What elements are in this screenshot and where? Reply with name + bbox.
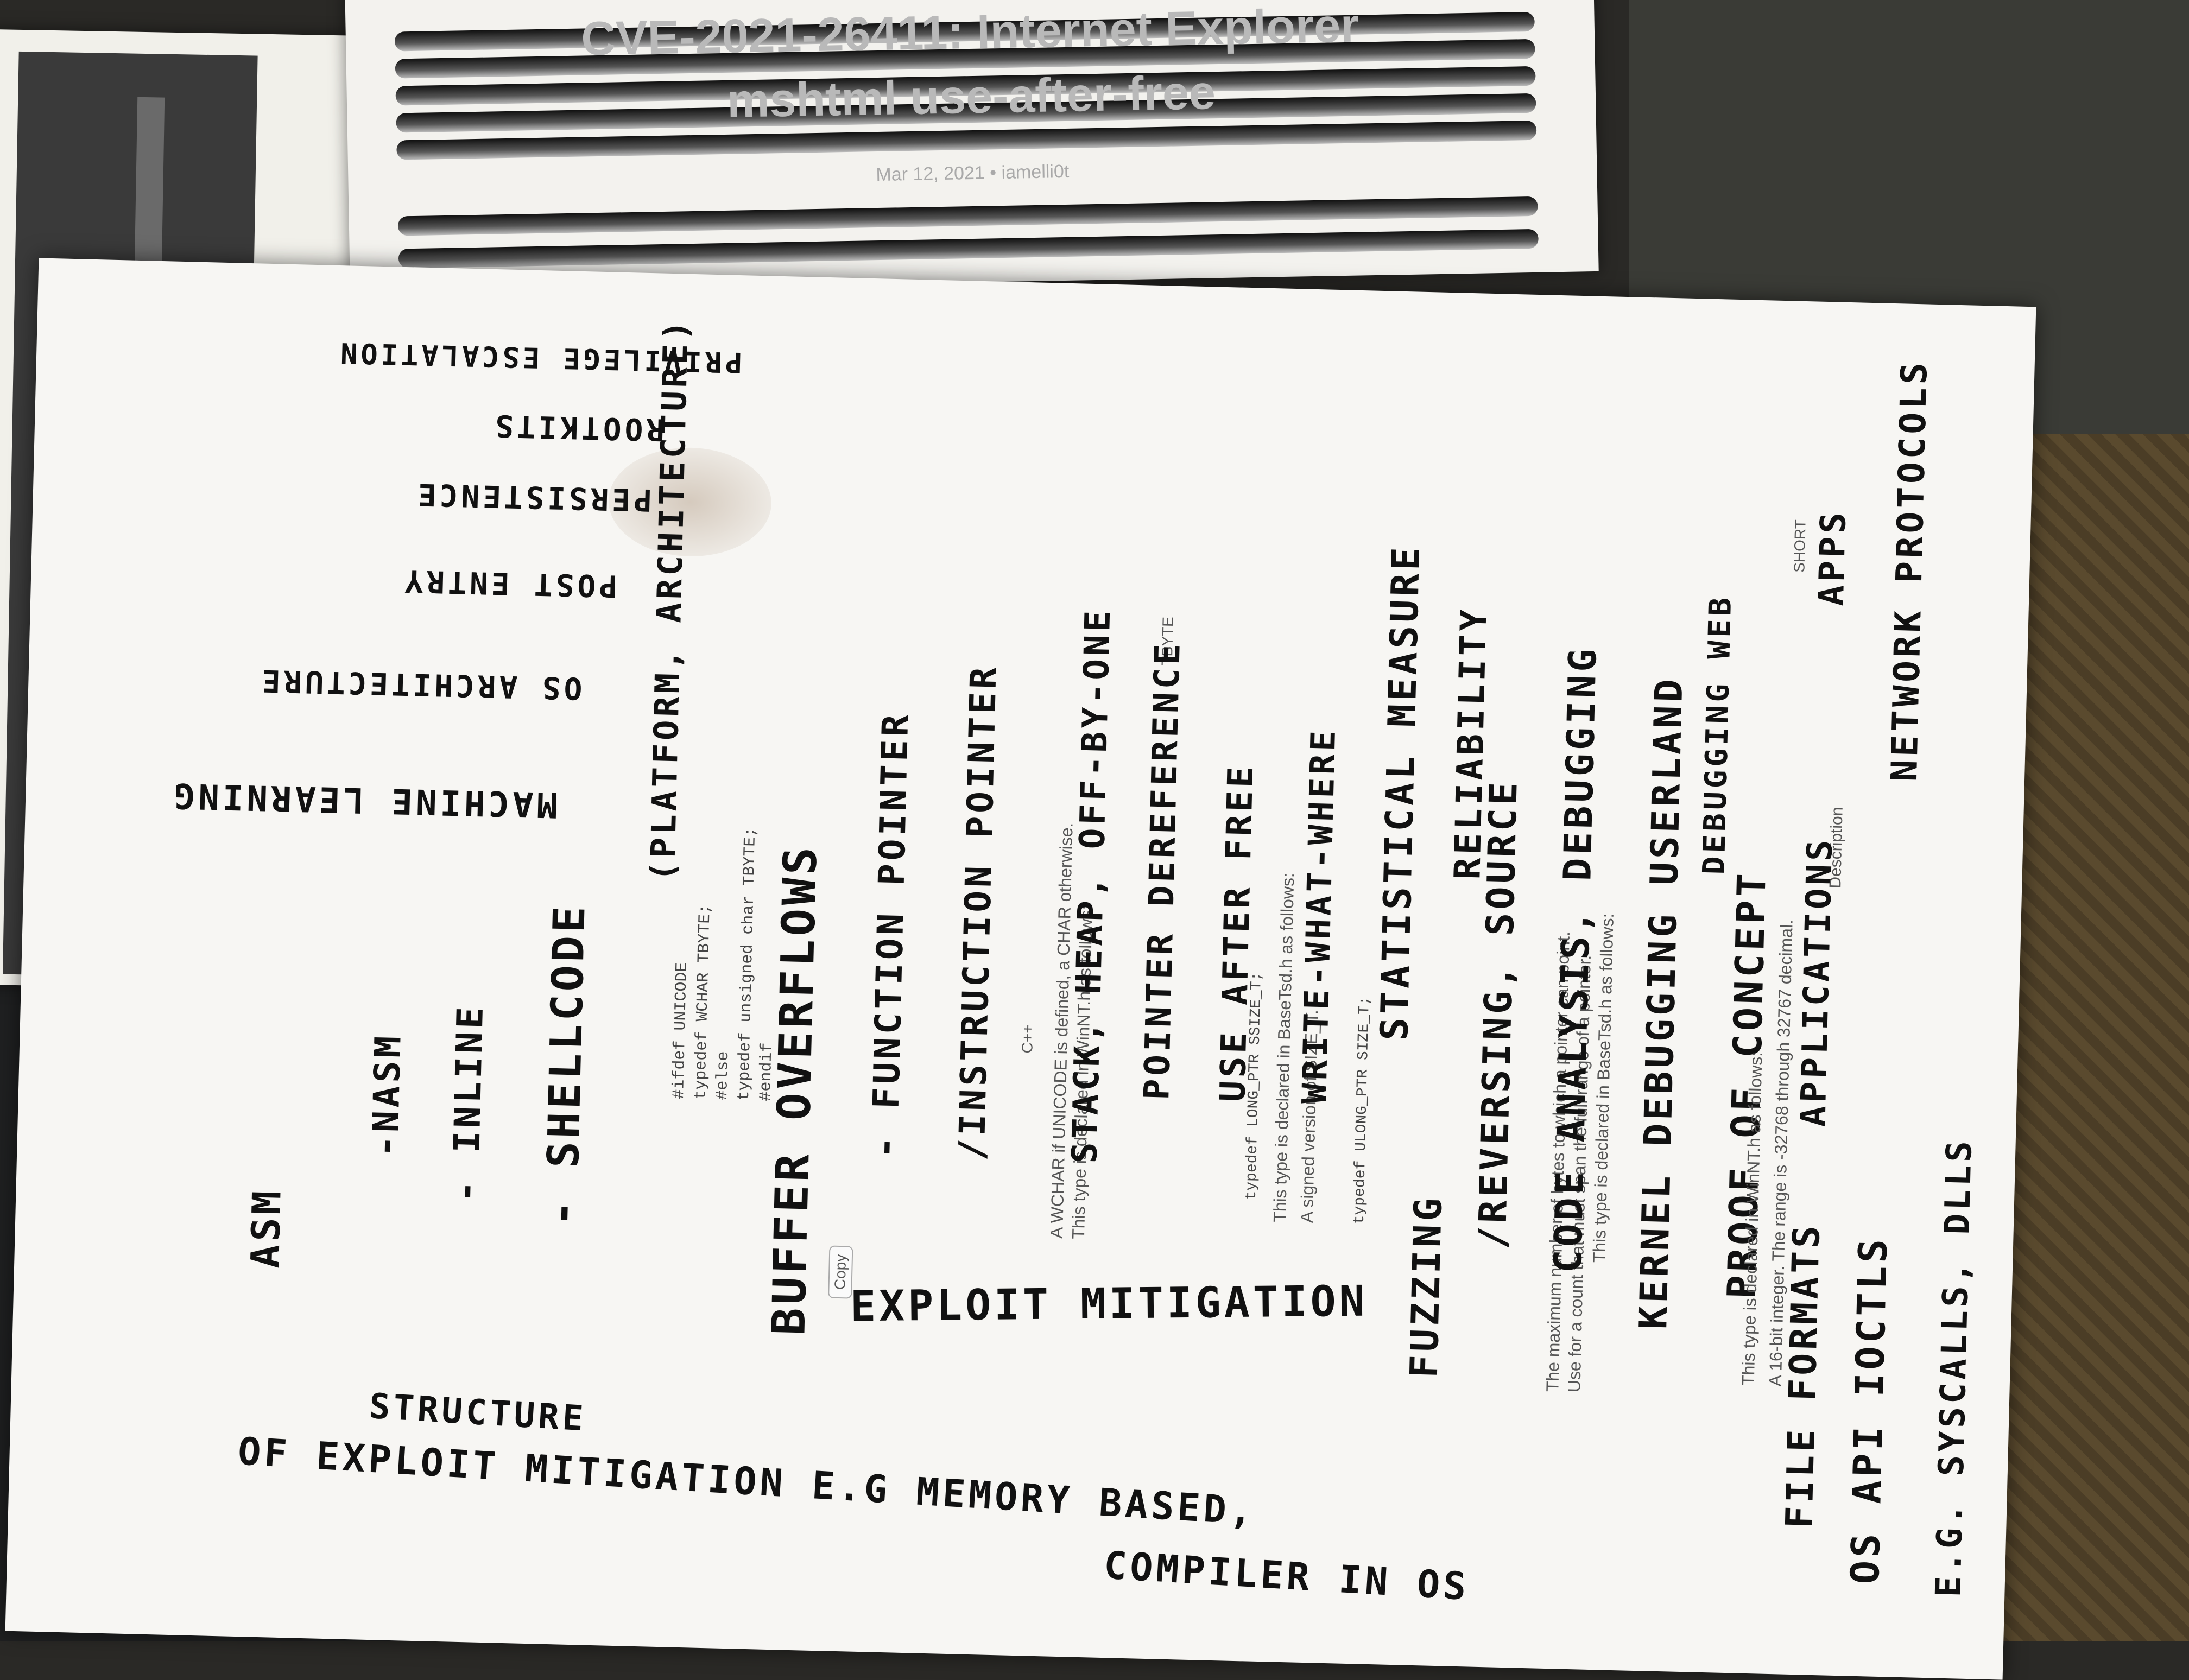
print-stripe xyxy=(398,229,1539,269)
note-os-api: OS API IOCTLS xyxy=(1842,1235,1896,1585)
ssize-decl: This type is declared in BaseTsd.h as fo… xyxy=(1269,872,1298,1223)
note-inline: - INLINE xyxy=(445,1003,492,1203)
note-line-2: COMPILER IN OS xyxy=(1102,1543,1471,1609)
copy-button: Copy xyxy=(828,1245,853,1299)
note-instruction-pointer: /INSTRUCTION POINTER xyxy=(951,663,1005,1161)
note-write-what-where: WRITE-WHAT-WHERE xyxy=(1294,727,1344,1105)
note-exploit-mitigation: EXPLOIT MITIGATION xyxy=(850,1277,1368,1332)
short-header: SHORT xyxy=(1791,519,1809,573)
note-pointer-dereference: POINTER DEREFERENCE xyxy=(1137,640,1188,1101)
note-fuzzing: FUZZING xyxy=(1401,1194,1451,1379)
note-debugging-web: DEBUGGING WEB xyxy=(1696,594,1739,875)
note-machine-learning: MACHINE LEARNING xyxy=(170,775,559,825)
description-header: Description xyxy=(1826,807,1846,889)
note-function-pointer: - FUNCTION POINTER xyxy=(864,711,917,1159)
note-asm: ASM xyxy=(242,1187,290,1269)
note-statistical-measure: STATISTICAL MEASURE xyxy=(1371,543,1429,1041)
code-size: typedef ULONG_PTR SIZE_T; xyxy=(1351,996,1374,1225)
code-typedef-uchar: typedef unsigned char TBYTE; xyxy=(735,827,761,1101)
note-apps: APPS xyxy=(1811,509,1855,607)
note-persistence: PERSISTENCE xyxy=(414,476,653,518)
article-title: CVE-2021-26411: Internet Explorer mshtml… xyxy=(580,0,1360,128)
note-structure: STRUCTURE xyxy=(368,1386,588,1440)
article-printout: CVE-2021-26411: Internet Explorer mshtml… xyxy=(345,0,1599,294)
note-buffer-overflows: BUFFER OVERFLOWS xyxy=(762,843,827,1336)
note-network-protocols: NETWORK PROTOCOLS xyxy=(1883,359,1935,782)
article-meta: Mar 12, 2021 • iamelli0t xyxy=(876,161,1070,186)
note-shellcode: - SHELLCODE xyxy=(536,902,595,1227)
note-file-formats: FILE FORMATS xyxy=(1778,1222,1829,1529)
print-stripe xyxy=(397,196,1538,236)
note-post-entry: POST ENTRY xyxy=(401,562,618,604)
label-cpp: C++ xyxy=(1018,1024,1036,1054)
code-ifdef: #ifdef UNICODE xyxy=(669,962,692,1100)
note-nasm: -NASM xyxy=(364,1032,409,1158)
note-kernel-debugging: KERNEL DEBUGGING USERLAND xyxy=(1631,675,1692,1330)
code-else: #else xyxy=(713,1051,733,1101)
notes-sheet: MACHINE LEARNING OS ARCHITECTURE POST EN… xyxy=(5,258,2036,1680)
note-os-architecture: OS ARCHITECTURE xyxy=(258,662,583,706)
note-syscalls: E.G. SYSCALLS, DLLS xyxy=(1928,1137,1980,1598)
note-platform: (PLATFORM, ARCHITECTURE) xyxy=(642,316,697,882)
note-line-1: OF EXPLOIT MITIGATION E.G MEMORY BASED, xyxy=(237,1429,1257,1534)
code-typedef-wchar: typedef WCHAR TBYTE; xyxy=(691,904,715,1100)
note-stack-heap: STACK, HEAP, OFF-BY-ONE xyxy=(1065,607,1119,1164)
note-rootkits: ROOTKITS xyxy=(491,407,665,447)
